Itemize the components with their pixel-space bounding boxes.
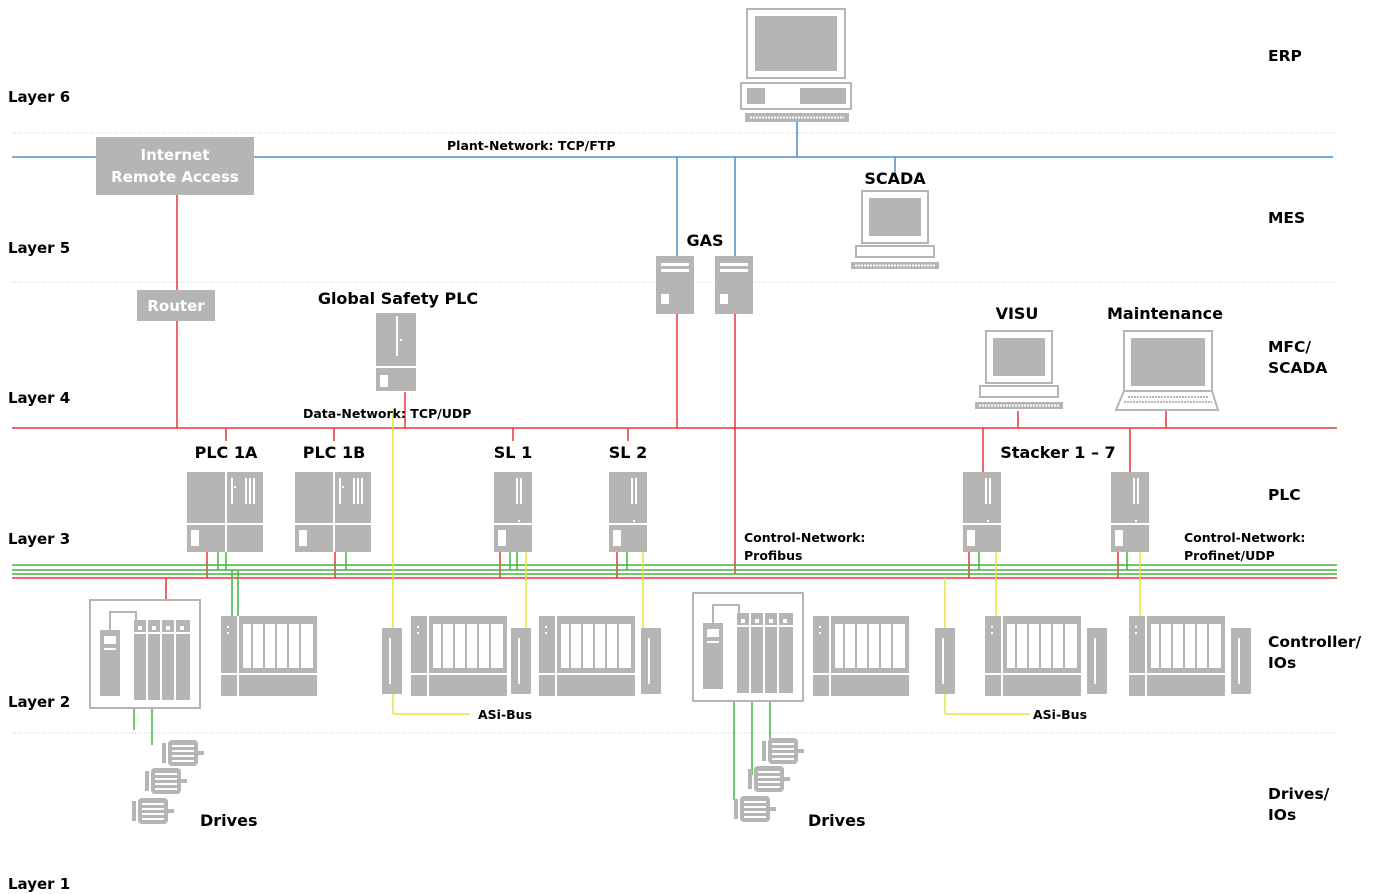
controller-ios-label: IOs: [1268, 654, 1296, 672]
asi-bus-right-label: ASi-Bus: [1033, 707, 1087, 722]
scada-device-label: SCADA: [864, 169, 926, 188]
io-rack-icon: [538, 615, 636, 697]
io-module-icon: [1087, 628, 1107, 694]
motor-icon: [162, 740, 204, 766]
motor-icon: [734, 796, 776, 822]
plc-1b-icon: [294, 471, 372, 553]
motor-icon: [748, 766, 790, 792]
maintenance-label: Maintenance: [1107, 304, 1223, 323]
erp-label: ERP: [1268, 47, 1302, 65]
sl2-plc-icon: [608, 471, 648, 553]
io-module-icon: [511, 628, 531, 694]
mfc-scada-label: SCADA: [1268, 359, 1327, 377]
router-box: Router: [137, 290, 215, 321]
visu-label: VISU: [996, 304, 1039, 323]
internet-remote-access-box: Internet Remote Access: [96, 137, 254, 195]
control-profinet-type-label: Profinet/UDP: [1184, 548, 1275, 563]
plant-network-label: Plant-Network: TCP/FTP: [447, 138, 615, 153]
layer-1-label: Layer 1: [8, 875, 70, 893]
layer-3-label: Layer 3: [8, 530, 70, 548]
io-module-icon: [935, 628, 955, 694]
io-rack-icon: [984, 615, 1082, 697]
io-module-icon: [1231, 628, 1251, 694]
io-module-icon: [641, 628, 661, 694]
asi-bus-left-label: ASi-Bus: [478, 707, 532, 722]
stacker-plc-icon: [1110, 471, 1150, 553]
controller-label: Controller/: [1268, 633, 1362, 651]
drive-cabinet-icon: [89, 599, 201, 709]
gas-server-icon: [656, 256, 694, 314]
io-rack-icon: [1128, 615, 1226, 697]
motor-icon: [132, 798, 174, 824]
gas-server-icon: [715, 256, 753, 314]
scada-laptop-icon: [851, 190, 939, 269]
erp-workstation-icon: [740, 8, 852, 122]
io-module-icon: [382, 628, 402, 694]
drives-left-label: Drives: [200, 811, 257, 830]
io-rack-icon: [220, 615, 318, 697]
sl1-label: SL 1: [494, 443, 532, 462]
mfc-label: MFC/: [1268, 338, 1311, 356]
plc-1b-label: PLC 1B: [303, 443, 366, 462]
sl1-plc-icon: [493, 471, 533, 553]
drive-cabinet-icon: [692, 592, 804, 702]
plc-1a-label: PLC 1A: [195, 443, 258, 462]
remote-access-label: Remote Access: [111, 168, 239, 186]
global-safety-plc-icon: [375, 312, 417, 392]
plc-level-label: PLC: [1268, 486, 1301, 504]
io-rack-icon: [410, 615, 508, 697]
drives-ios-label: IOs: [1268, 806, 1296, 824]
control-profinet-label: Control-Network:: [1184, 530, 1305, 545]
control-network: [12, 552, 1337, 800]
gas-label: GAS: [686, 231, 723, 250]
motor-icon: [145, 768, 187, 794]
sl2-label: SL 2: [609, 443, 647, 462]
motor-icon: [762, 738, 804, 764]
visu-workstation-icon: [975, 330, 1063, 409]
global-safety-plc-label: Global Safety PLC: [318, 289, 478, 308]
router-label: Router: [147, 297, 205, 315]
drives-right-label: Drives: [808, 811, 865, 830]
maintenance-laptop-icon: [1114, 330, 1220, 411]
layer-5-label: Layer 5: [8, 239, 70, 257]
io-rack-icon: [812, 615, 910, 697]
stacker-label: Stacker 1 – 7: [1000, 443, 1115, 462]
control-profibus-type-label: Profibus: [744, 548, 802, 563]
layer-dividers: [12, 132, 1337, 734]
stacker-plc-icon: [962, 471, 1002, 553]
layer-6-label: Layer 6: [8, 88, 70, 106]
plc-1a-icon: [186, 471, 264, 553]
layer-4-label: Layer 4: [8, 389, 70, 407]
control-profibus-label: Control-Network:: [744, 530, 865, 545]
drives-level-label: Drives/: [1268, 785, 1330, 803]
data-network-label: Data-Network: TCP/UDP: [303, 406, 471, 421]
mes-label: MES: [1268, 209, 1305, 227]
internet-label: Internet: [140, 146, 209, 164]
layer-2-label: Layer 2: [8, 693, 70, 711]
